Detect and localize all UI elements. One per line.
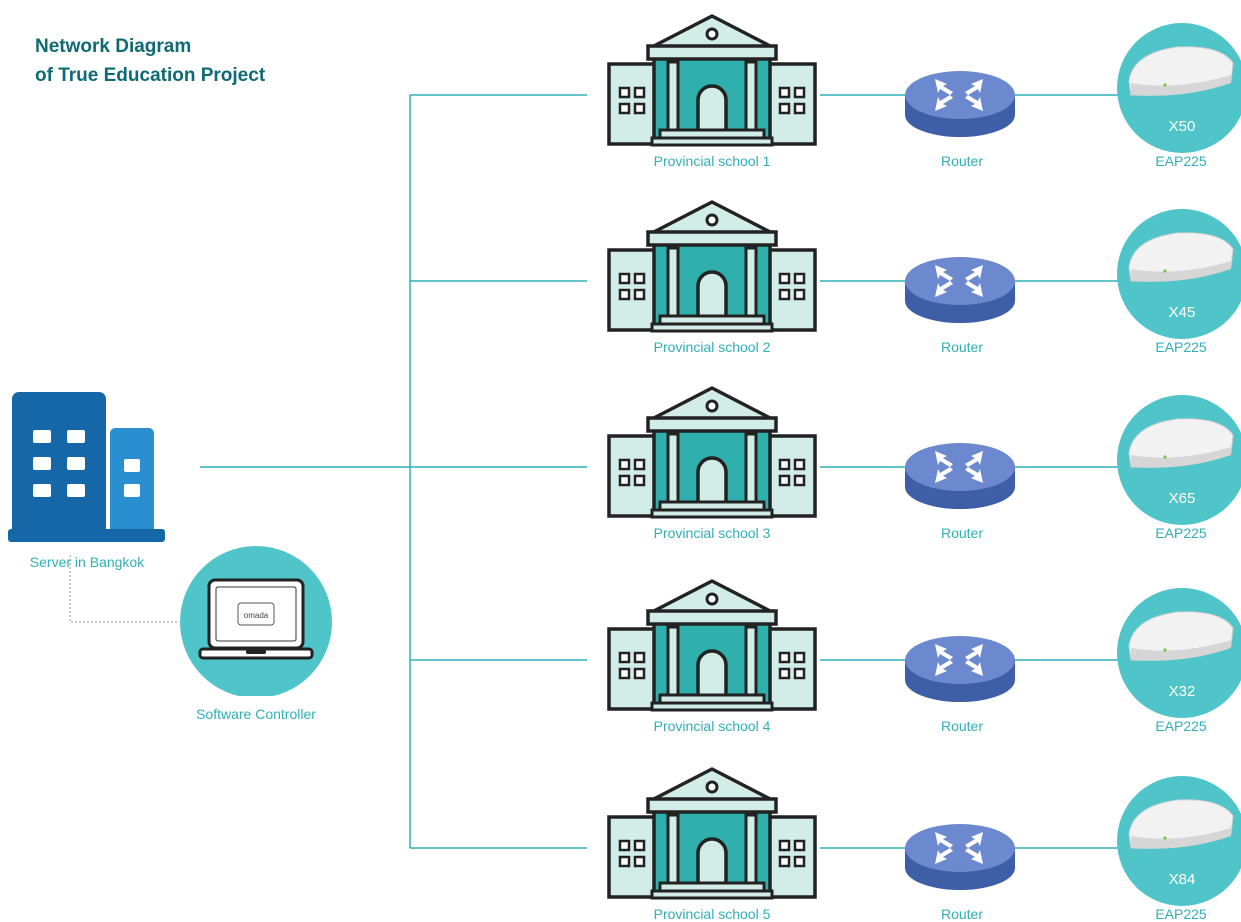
school-building-icon-5 <box>607 767 817 900</box>
server-label: Server in Bangkok <box>29 554 145 570</box>
school-building-icon-2 <box>607 200 817 333</box>
controller-laptop-icon: omada <box>180 546 332 696</box>
ap-model-label-1: EAP225 <box>1155 153 1207 169</box>
ap-count-2: X45 <box>1169 304 1196 321</box>
title-line-2: of True Education Project <box>35 65 266 86</box>
router-icon-3 <box>905 443 1015 509</box>
router-label-3: Router <box>940 525 984 541</box>
access-point-icon-4: X32 <box>1117 588 1241 719</box>
diagram-title: Network Diagram of True Education Projec… <box>35 32 265 90</box>
ap-count-3: X65 <box>1169 490 1196 507</box>
router-icon-5 <box>905 824 1015 890</box>
school-label-1: Provincial school 1 <box>653 153 771 169</box>
school-building-icon-1 <box>607 14 817 147</box>
access-point-icon-3: X65 <box>1117 395 1241 526</box>
controller-label: Software Controller <box>196 706 316 722</box>
access-point-icon-2: X45 <box>1117 209 1241 340</box>
ap-count-4: X32 <box>1169 683 1196 700</box>
router-label-4: Router <box>940 718 984 734</box>
router-icon-2 <box>905 257 1015 323</box>
omada-logo-text: omada <box>244 611 269 620</box>
school-label-3: Provincial school 3 <box>653 525 771 541</box>
ap-count-1: X50 <box>1169 118 1196 135</box>
access-point-icon-5: X84 <box>1117 776 1241 907</box>
school-label-4: Provincial school 4 <box>653 718 771 734</box>
server-building-icon <box>8 392 165 542</box>
ap-model-label-4: EAP225 <box>1155 718 1207 734</box>
router-icon-4 <box>905 636 1015 702</box>
ap-count-5: X84 <box>1169 871 1196 888</box>
access-point-icon-1: X50 <box>1117 23 1241 154</box>
ap-model-label-2: EAP225 <box>1155 339 1207 355</box>
router-label-5: Router <box>940 906 984 922</box>
title-line-1: Network Diagram <box>35 36 192 57</box>
router-label-2: Router <box>940 339 984 355</box>
ap-model-label-5: EAP225 <box>1155 906 1207 922</box>
ap-model-label-3: EAP225 <box>1155 525 1207 541</box>
router-label-1: Router <box>940 153 984 169</box>
school-label-5: Provincial school 5 <box>653 906 771 922</box>
school-building-icon-3 <box>607 386 817 519</box>
school-building-icon-4 <box>607 579 817 712</box>
school-label-2: Provincial school 2 <box>653 339 771 355</box>
router-icon-1 <box>905 71 1015 137</box>
